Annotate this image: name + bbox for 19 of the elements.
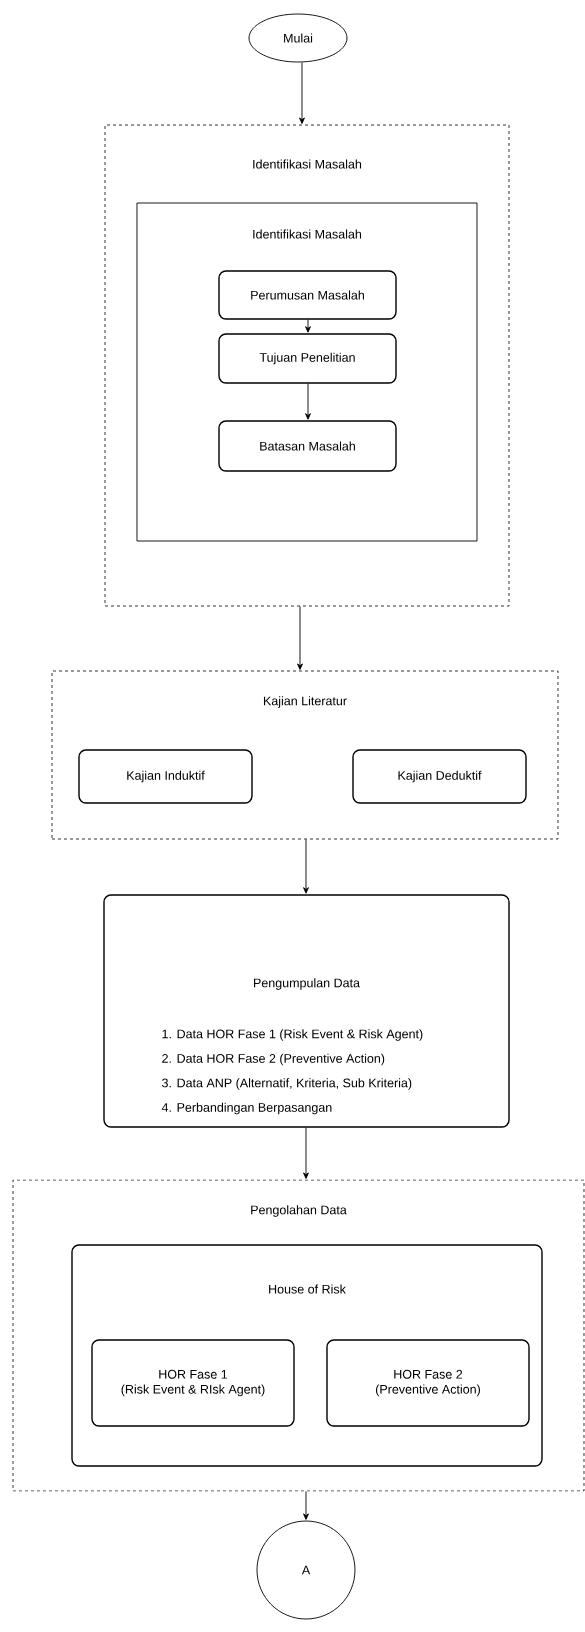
arrow [299, 62, 305, 124]
process-box: Tujuan Penelitian [218, 333, 397, 384]
arrow [303, 838, 309, 894]
process-box: HOR Fase 1 (Risk Event & RIsk Agent) [91, 1339, 295, 1427]
process-box: Kajian Deduktif [352, 749, 527, 804]
process-box: Batasan Masalah [218, 420, 397, 472]
process-box: Perumusan Masalah [218, 270, 397, 320]
arrow [305, 383, 311, 420]
list-item: 3. Data ANP (Alternatif, Kriteria, Sub Kriteria) [162, 1078, 412, 1090]
process-box: Pengumpulan Data 1. Data HOR Fase 1 (Risk Event & Risk Agent) 2. Data HOR Fase 2 (Preventive Action) 3. Data ANP (Alternatif, Kriteria, Sub Kriteria) 4. Perbandingan Berpasangan [103, 894, 510, 1128]
process-box: Kajian Induktif [78, 749, 253, 804]
list-item: 4. Perbandingan Berpasangan [161, 1102, 332, 1115]
arrow [305, 319, 311, 333]
arrow [303, 1490, 309, 1520]
list-item: 1. Data HOR Fase 1 (Risk Event & Risk Agent) [162, 1029, 423, 1041]
arrow [303, 1127, 309, 1179]
list-item: 2. Data HOR Fase 2 (Preventive Action) [162, 1053, 385, 1066]
arrow [297, 605, 303, 670]
process-box: HOR Fase 2 (Preventive Action) [326, 1339, 530, 1427]
